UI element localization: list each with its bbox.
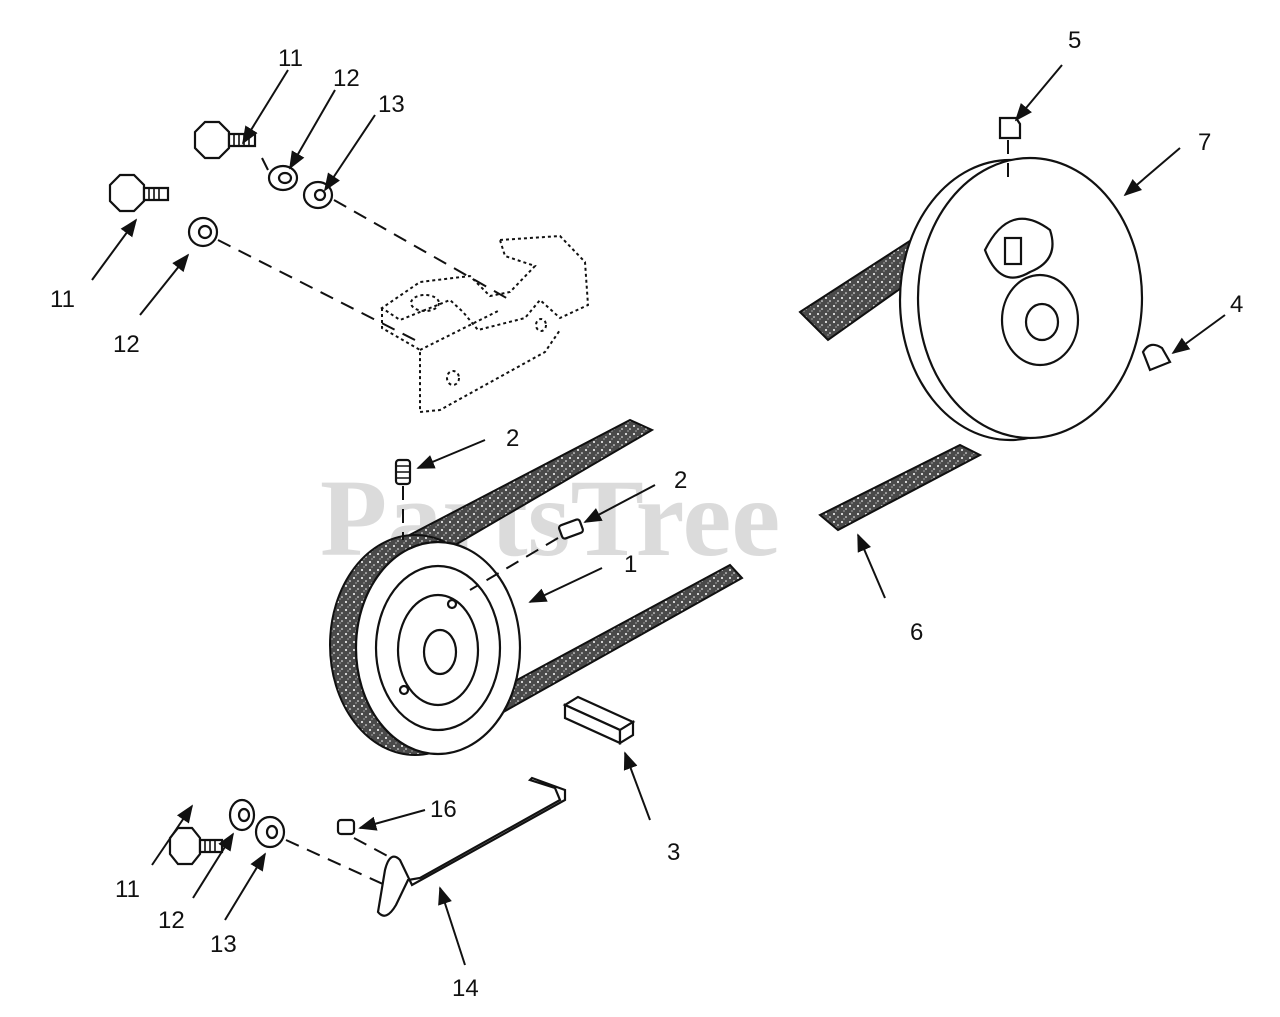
washer-12-upper [267,164,299,192]
set-screw-2-side [469,518,584,591]
set-screw-2-top [394,458,412,540]
alignment-line-lower [285,839,386,886]
pulley-7 [898,156,1144,442]
callout-2-top: 2 [506,425,519,452]
callout-12-upper: 12 [333,65,360,92]
nut-16 [336,818,396,861]
washer-12-lower [228,798,256,832]
callout-3: 3 [667,839,680,866]
alignment-line-left [217,239,416,341]
callout-11-upper: 11 [278,45,303,72]
mounting-bracket [380,234,590,414]
callout-13-upper: 13 [378,91,405,118]
key-3 [562,695,636,745]
callout-1: 1 [624,551,637,578]
callout-7: 7 [1198,129,1211,156]
callout-13-lower: 13 [210,931,237,958]
pulley-1 [329,534,522,756]
washer-12-left [187,216,219,248]
callout-4: 4 [1230,291,1243,318]
key-4 [1141,343,1172,372]
callout-16: 16 [430,796,457,823]
callout-11-lower: 11 [115,876,140,903]
belt-6-lower-loop [397,418,744,717]
leader-lines [91,64,1226,966]
callout-2-side: 2 [674,467,687,494]
rod-14 [376,776,567,917]
alignment-line-upper [333,199,511,301]
bolt-11-lower [168,826,224,866]
callout-14: 14 [452,975,479,1002]
callout-6: 6 [910,619,923,646]
callout-12-left: 12 [113,331,140,358]
washer-13-lower [254,815,286,849]
callout-12-lower: 12 [158,907,185,934]
callout-11-left: 11 [50,286,75,313]
bolt-11-left [108,173,170,213]
callout-5: 5 [1068,27,1081,54]
set-screw-5 [998,116,1022,180]
